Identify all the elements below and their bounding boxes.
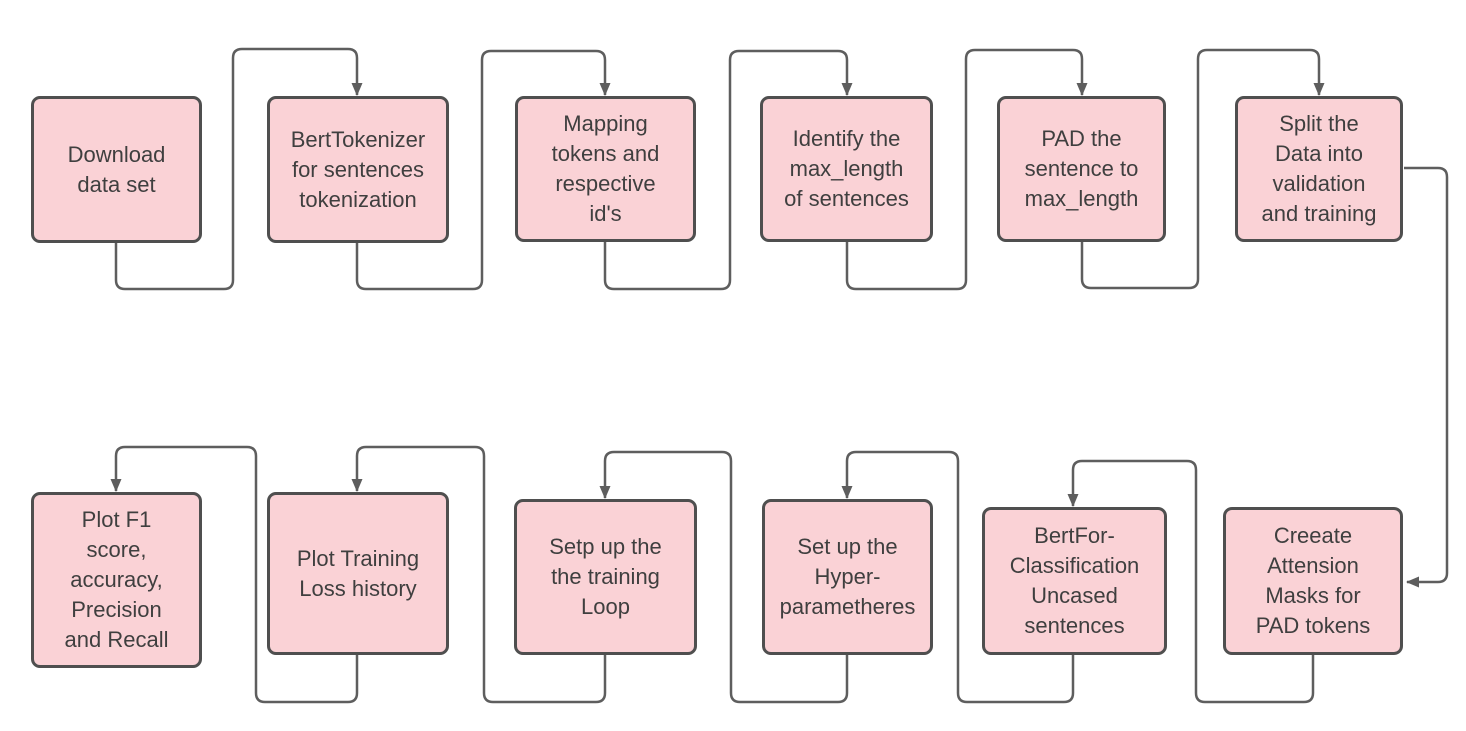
- flow-node-hyperparameters: Set up the Hyper- parametheres: [762, 499, 933, 655]
- flow-node-bert-for-classification: BertFor- Classification Uncased sentence…: [982, 507, 1167, 655]
- connector-split-to-masks: [1404, 166, 1449, 588]
- connector-masks-to-bertfor: [1067, 459, 1315, 704]
- flow-node-training-loop: Setp up the the training Loop: [514, 499, 697, 655]
- flow-node-plot-training-loss: Plot Training Loss history: [267, 492, 449, 655]
- flow-node-identify-max-length: Identify the max_length of sentences: [760, 96, 933, 242]
- connector-mapping-to-maxlength: [603, 49, 853, 291]
- connector-bertfor-to-hyper: [841, 450, 1075, 704]
- flow-node-pad-sentence: PAD the sentence to max_length: [997, 96, 1166, 242]
- connector-plotloss-to-plotf1: [110, 445, 359, 704]
- flow-node-download-data-set: Download data set: [31, 96, 202, 243]
- flow-node-bert-tokenizer: BertTokenizer for sentences tokenization: [267, 96, 449, 243]
- flow-node-attention-masks: Creeate Attension Masks for PAD tokens: [1223, 507, 1403, 655]
- connector-loop-to-plotloss: [351, 445, 607, 704]
- flow-node-split-data: Split the Data into validation and train…: [1235, 96, 1403, 242]
- flow-node-plot-f1-metrics: Plot F1 score, accuracy, Precision and R…: [31, 492, 202, 668]
- connector-pad-to-split: [1080, 48, 1325, 290]
- connector-hyper-to-loop: [599, 450, 849, 704]
- connector-download-to-tokenizer: [114, 47, 363, 291]
- connector-tokenizer-to-mapping: [355, 49, 611, 291]
- connector-maxlength-to-pad: [845, 48, 1088, 291]
- flow-node-mapping-tokens-ids: Mapping tokens and respective id's: [515, 96, 696, 242]
